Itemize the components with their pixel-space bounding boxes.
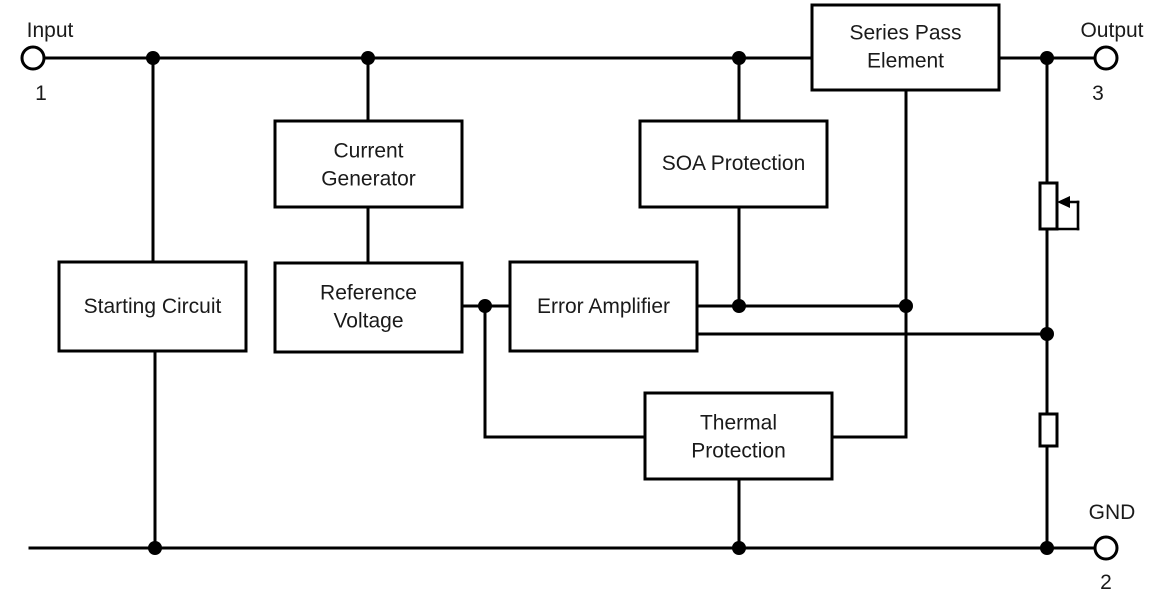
potentiometer-wiper-arrowhead — [1057, 196, 1070, 208]
current-generator-label-line2: Generator — [321, 168, 416, 191]
block-current-generator[interactable]: Current Generator — [273, 119, 464, 209]
junction-input-rail-starting — [146, 51, 160, 65]
adjust-potentiometer[interactable] — [1038, 181, 1080, 231]
terminal-gnd[interactable]: GND 2 — [1089, 501, 1136, 594]
gnd-pin-number: 2 — [1100, 571, 1112, 594]
soa-protection-box — [638, 119, 829, 209]
input-pin-number: 1 — [35, 82, 47, 105]
resistor-body — [1038, 412, 1059, 448]
thermal-protection-box — [643, 391, 834, 481]
reference-voltage-label-line1: Reference — [320, 282, 417, 305]
input-terminal-circle — [20, 45, 46, 71]
thermal-protection-label-line2: Protection — [691, 440, 786, 463]
potentiometer-body — [1038, 181, 1059, 231]
junction-gnd-rail-starting — [148, 541, 162, 555]
junction-output-rail-node — [1040, 51, 1054, 65]
thermal-protection-label-line1: Thermal — [700, 412, 777, 435]
series-pass-element-label-line2: Element — [867, 50, 944, 73]
series-pass-element-label-line1: Series Pass — [849, 22, 961, 45]
junction-gnd-rail-divider — [1040, 541, 1054, 555]
block-soa-protection[interactable]: SOA Protection — [638, 119, 829, 209]
output-terminal-circle — [1093, 45, 1119, 71]
reference-voltage-box — [273, 261, 464, 354]
soa-protection-label: SOA Protection — [662, 152, 806, 175]
divider-resistor — [1038, 412, 1059, 448]
junction-ref-to-erramp — [478, 299, 492, 313]
current-generator-label-line1: Current — [333, 140, 403, 163]
junction-gnd-rail-thermal — [732, 541, 746, 555]
wire-layer — [28, 56, 1097, 550]
junction-soa-feedback — [732, 299, 746, 313]
block-layer: Starting Circuit Current Generator Refer… — [57, 3, 1001, 481]
terminal-input[interactable]: Input 1 — [20, 19, 74, 105]
error-amplifier-box — [508, 260, 699, 353]
gnd-terminal-circle — [1093, 535, 1119, 561]
output-pin-number: 3 — [1092, 82, 1104, 105]
input-terminal-label: Input — [27, 19, 74, 42]
block-starting-circuit[interactable]: Starting Circuit — [57, 260, 248, 353]
block-error-amplifier[interactable]: Error Amplifier — [508, 260, 699, 353]
starting-circuit-box — [57, 260, 248, 353]
starting-circuit-label: Starting Circuit — [84, 295, 222, 318]
current-generator-box — [273, 119, 464, 209]
series-pass-element-box — [810, 3, 1001, 92]
junction-input-rail-current — [361, 51, 375, 65]
junction-pass-drive — [899, 299, 913, 313]
block-series-pass-element[interactable]: Series Pass Element — [810, 3, 1001, 92]
output-terminal-label: Output — [1080, 19, 1143, 42]
terminal-layer: Input 1 Output 3 GND 2 — [20, 19, 1144, 594]
junction-layer — [146, 51, 1054, 555]
terminal-output[interactable]: Output 3 — [1080, 19, 1143, 105]
reference-voltage-label-line2: Voltage — [333, 310, 403, 333]
gnd-terminal-label: GND — [1089, 501, 1136, 524]
error-amplifier-label: Error Amplifier — [537, 295, 670, 318]
junction-feedback-tap — [1040, 327, 1054, 341]
junction-input-rail-soa — [732, 51, 746, 65]
block-reference-voltage[interactable]: Reference Voltage — [273, 261, 464, 354]
block-thermal-protection[interactable]: Thermal Protection — [643, 391, 834, 481]
